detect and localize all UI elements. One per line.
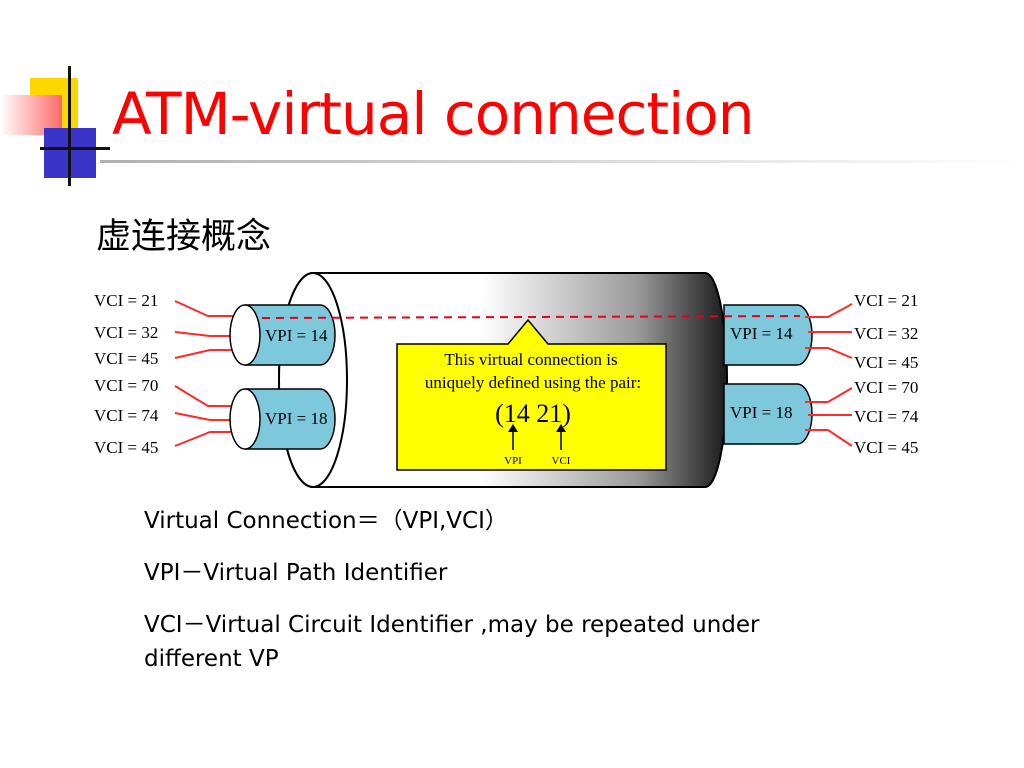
left-vpi-label: VPI = 18 xyxy=(265,409,327,428)
callout-pair: (14 21) xyxy=(495,399,571,428)
right-vci-label: VCI = 45 xyxy=(854,438,918,457)
left-vci-label: VCI = 45 xyxy=(94,349,158,368)
callout-box: This virtual connection is uniquely defi… xyxy=(396,318,667,471)
subtitle: 虚连接概念 xyxy=(96,217,272,257)
callout-label-vci: VCI xyxy=(552,455,571,467)
left-vci-label: VCI = 74 xyxy=(94,406,159,425)
corner-decoration xyxy=(0,0,110,190)
virtual-connection-diagram: This virtual connection is uniquely defi… xyxy=(94,272,919,488)
right-vp-tube-18 xyxy=(723,383,813,445)
right-vpi-label: VPI = 18 xyxy=(730,403,792,422)
left-vp-tube-14 xyxy=(229,304,336,366)
left-vci-label: VCI = 45 xyxy=(94,438,158,457)
page-title: ATM-virtual connection xyxy=(112,80,754,148)
callout-label-vpi: VPI xyxy=(504,455,522,467)
right-vp-tube-14 xyxy=(723,304,813,366)
bullet-item: VPI－Virtual Path Identifier xyxy=(144,560,448,586)
left-vci-label: VCI = 32 xyxy=(94,323,158,342)
right-vci-label: VCI = 45 xyxy=(854,353,918,372)
callout-text-line2: uniquely defined using the pair: xyxy=(425,373,641,392)
virtual-connection-dashed-line xyxy=(261,315,801,319)
bullet-item: VCI－Virtual Circuit Identifier ,may be r… xyxy=(144,612,760,672)
right-vpi-label: VPI = 14 xyxy=(730,324,793,343)
right-vci-label: VCI = 70 xyxy=(854,378,918,397)
title-divider xyxy=(100,160,1024,163)
left-vci-label: VCI = 21 xyxy=(94,291,158,310)
callout-text-line1: This virtual connection is xyxy=(444,350,617,369)
left-vci-label: VCI = 70 xyxy=(94,376,158,395)
right-vci-wires xyxy=(805,303,853,447)
bullet-list: Virtual Connection＝（VPI,VCI） VPI－Virtual… xyxy=(144,504,764,694)
left-vp-tube-18 xyxy=(229,388,336,450)
right-vci-label: VCI = 32 xyxy=(854,324,918,343)
right-vci-label: VCI = 21 xyxy=(854,291,918,310)
left-vpi-label: VPI = 14 xyxy=(265,326,328,345)
right-vci-label: VCI = 74 xyxy=(854,407,919,426)
bullet-item: Virtual Connection＝（VPI,VCI） xyxy=(144,508,508,534)
